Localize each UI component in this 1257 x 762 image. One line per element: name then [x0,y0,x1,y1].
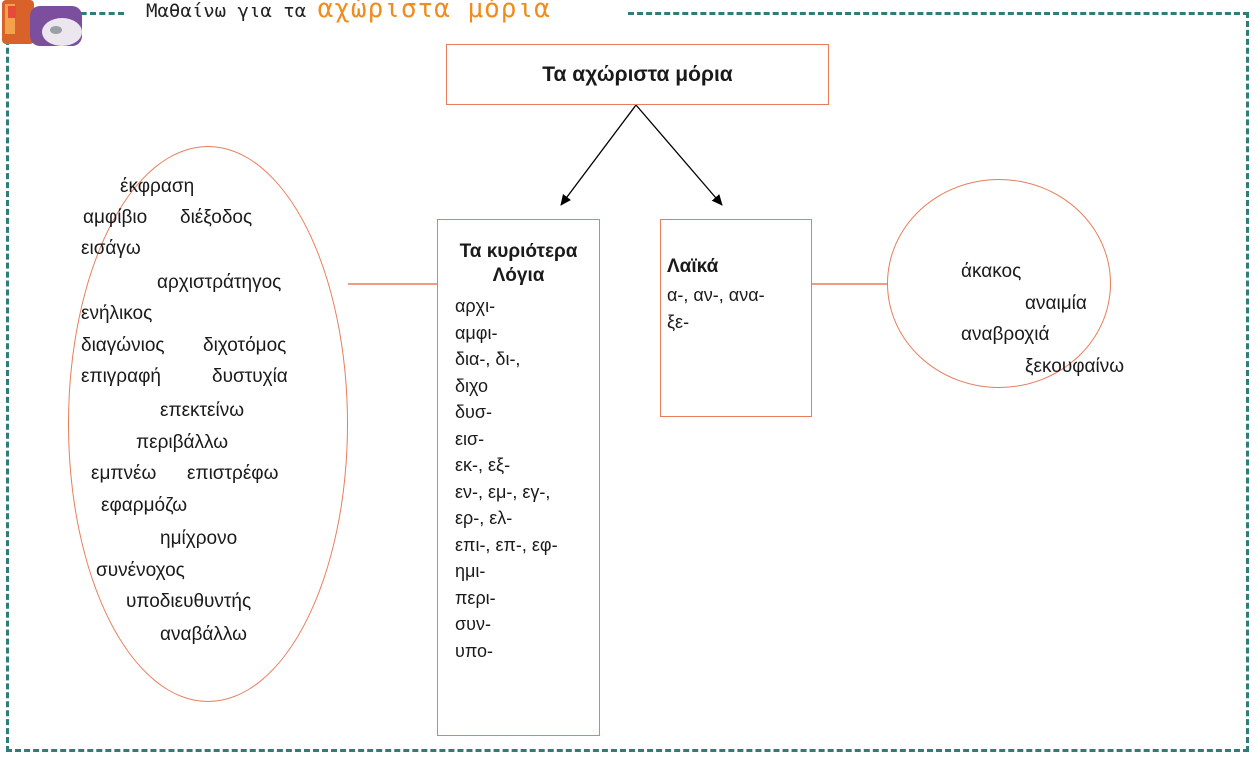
learned-prefix: εν-, εμ-, εγ-, [455,481,551,502]
learned-prefix-list: αρχι- αμφι- δια-, δι-, διχο δυσ- εισ- εκ… [455,293,599,664]
popular-examples-ellipse [887,179,1111,388]
learned-example-word: επεκτείνω [160,400,245,421]
popular-example-word: ξεκουφαίνω [1025,356,1125,377]
learned-prefix: αμφι- [455,322,498,343]
learned-prefix: συν- [455,614,491,634]
popular-prefix: ξε- [667,311,690,332]
learned-example-word: ημίχρονο [160,528,238,549]
learned-example-word: επιστρέφω [187,463,279,484]
popular-prefixes-node: Λαϊκά α-, αν-, ανα- ξε- [660,219,812,417]
learned-example-word: διέξοδος [180,207,253,228]
learned-example-word: υποδιευθυντής [126,591,252,612]
header-title-prefix: Μαθαίνω για τα [146,0,307,22]
learned-example-word: ενήλικος [81,303,153,324]
learned-example-word: δυστυχία [212,366,288,387]
popular-prefix-list: α-, αν-, ανα- ξε- [667,282,811,335]
learned-prefix: υπο- [455,640,494,661]
learned-prefix: περι- [455,587,496,608]
popular-example-word: αναβροχιά [961,324,1050,345]
learned-prefix: δια-, δι-, [455,349,521,369]
learned-prefix: διχο [455,375,488,396]
learned-node-title: Τα κυριότερα Λόγια [438,240,599,288]
learned-example-word: επιγραφή [81,366,161,387]
learned-example-word: συνένοχος [96,560,185,581]
learned-prefix: επι-, επ-, εφ- [455,534,558,555]
learned-example-word: εφαρμόζω [101,495,188,516]
learned-prefix: εισ- [455,428,485,449]
learned-example-word: αναβάλλω [160,624,247,645]
root-node-label: Τα αχώριστα μόρια [542,62,733,86]
learned-prefixes-node: Τα κυριότερα Λόγια αρχι- αμφι- δια-, δι-… [437,219,600,736]
page-frame [6,12,1249,752]
header-title: Μαθαίνω για τα αχώριστα μόρια [146,0,551,28]
learned-prefix: ημι- [455,561,486,581]
learned-example-word: αμφίβιο [83,207,148,228]
popular-example-word: αναιμία [1025,293,1087,314]
popular-prefix: α-, αν-, ανα- [667,285,765,305]
book-mascot-icon [2,0,82,46]
learned-title-line2: Λόγια [492,265,545,286]
learned-prefix: εκ-, εξ- [455,455,511,475]
learned-examples-ellipse [68,146,348,702]
learned-prefix: αρχι- [455,296,496,316]
root-node: Τα αχώριστα μόρια [446,44,829,105]
learned-example-word: διαγώνιος [81,335,165,356]
learned-example-word: εισάγω [81,238,141,259]
learned-prefix: δυσ- [455,402,492,422]
popular-node-title: Λαϊκά [667,256,719,277]
learned-example-word: έκφραση [120,176,195,197]
learned-example-word: διχοτόμος [203,335,287,356]
learned-title-line1: Τα κυριότερα [459,241,578,262]
learned-example-word: εμπνέω [91,463,157,484]
popular-example-word: άκακος [961,261,1022,282]
learned-prefix: ερ-, ελ- [455,508,513,528]
learned-example-word: αρχιστράτηγος [157,272,282,293]
frame-top-right [628,12,1249,15]
learned-example-word: περιβάλλω [136,432,229,453]
header-title-accent: αχώριστα μόρια [317,0,551,24]
